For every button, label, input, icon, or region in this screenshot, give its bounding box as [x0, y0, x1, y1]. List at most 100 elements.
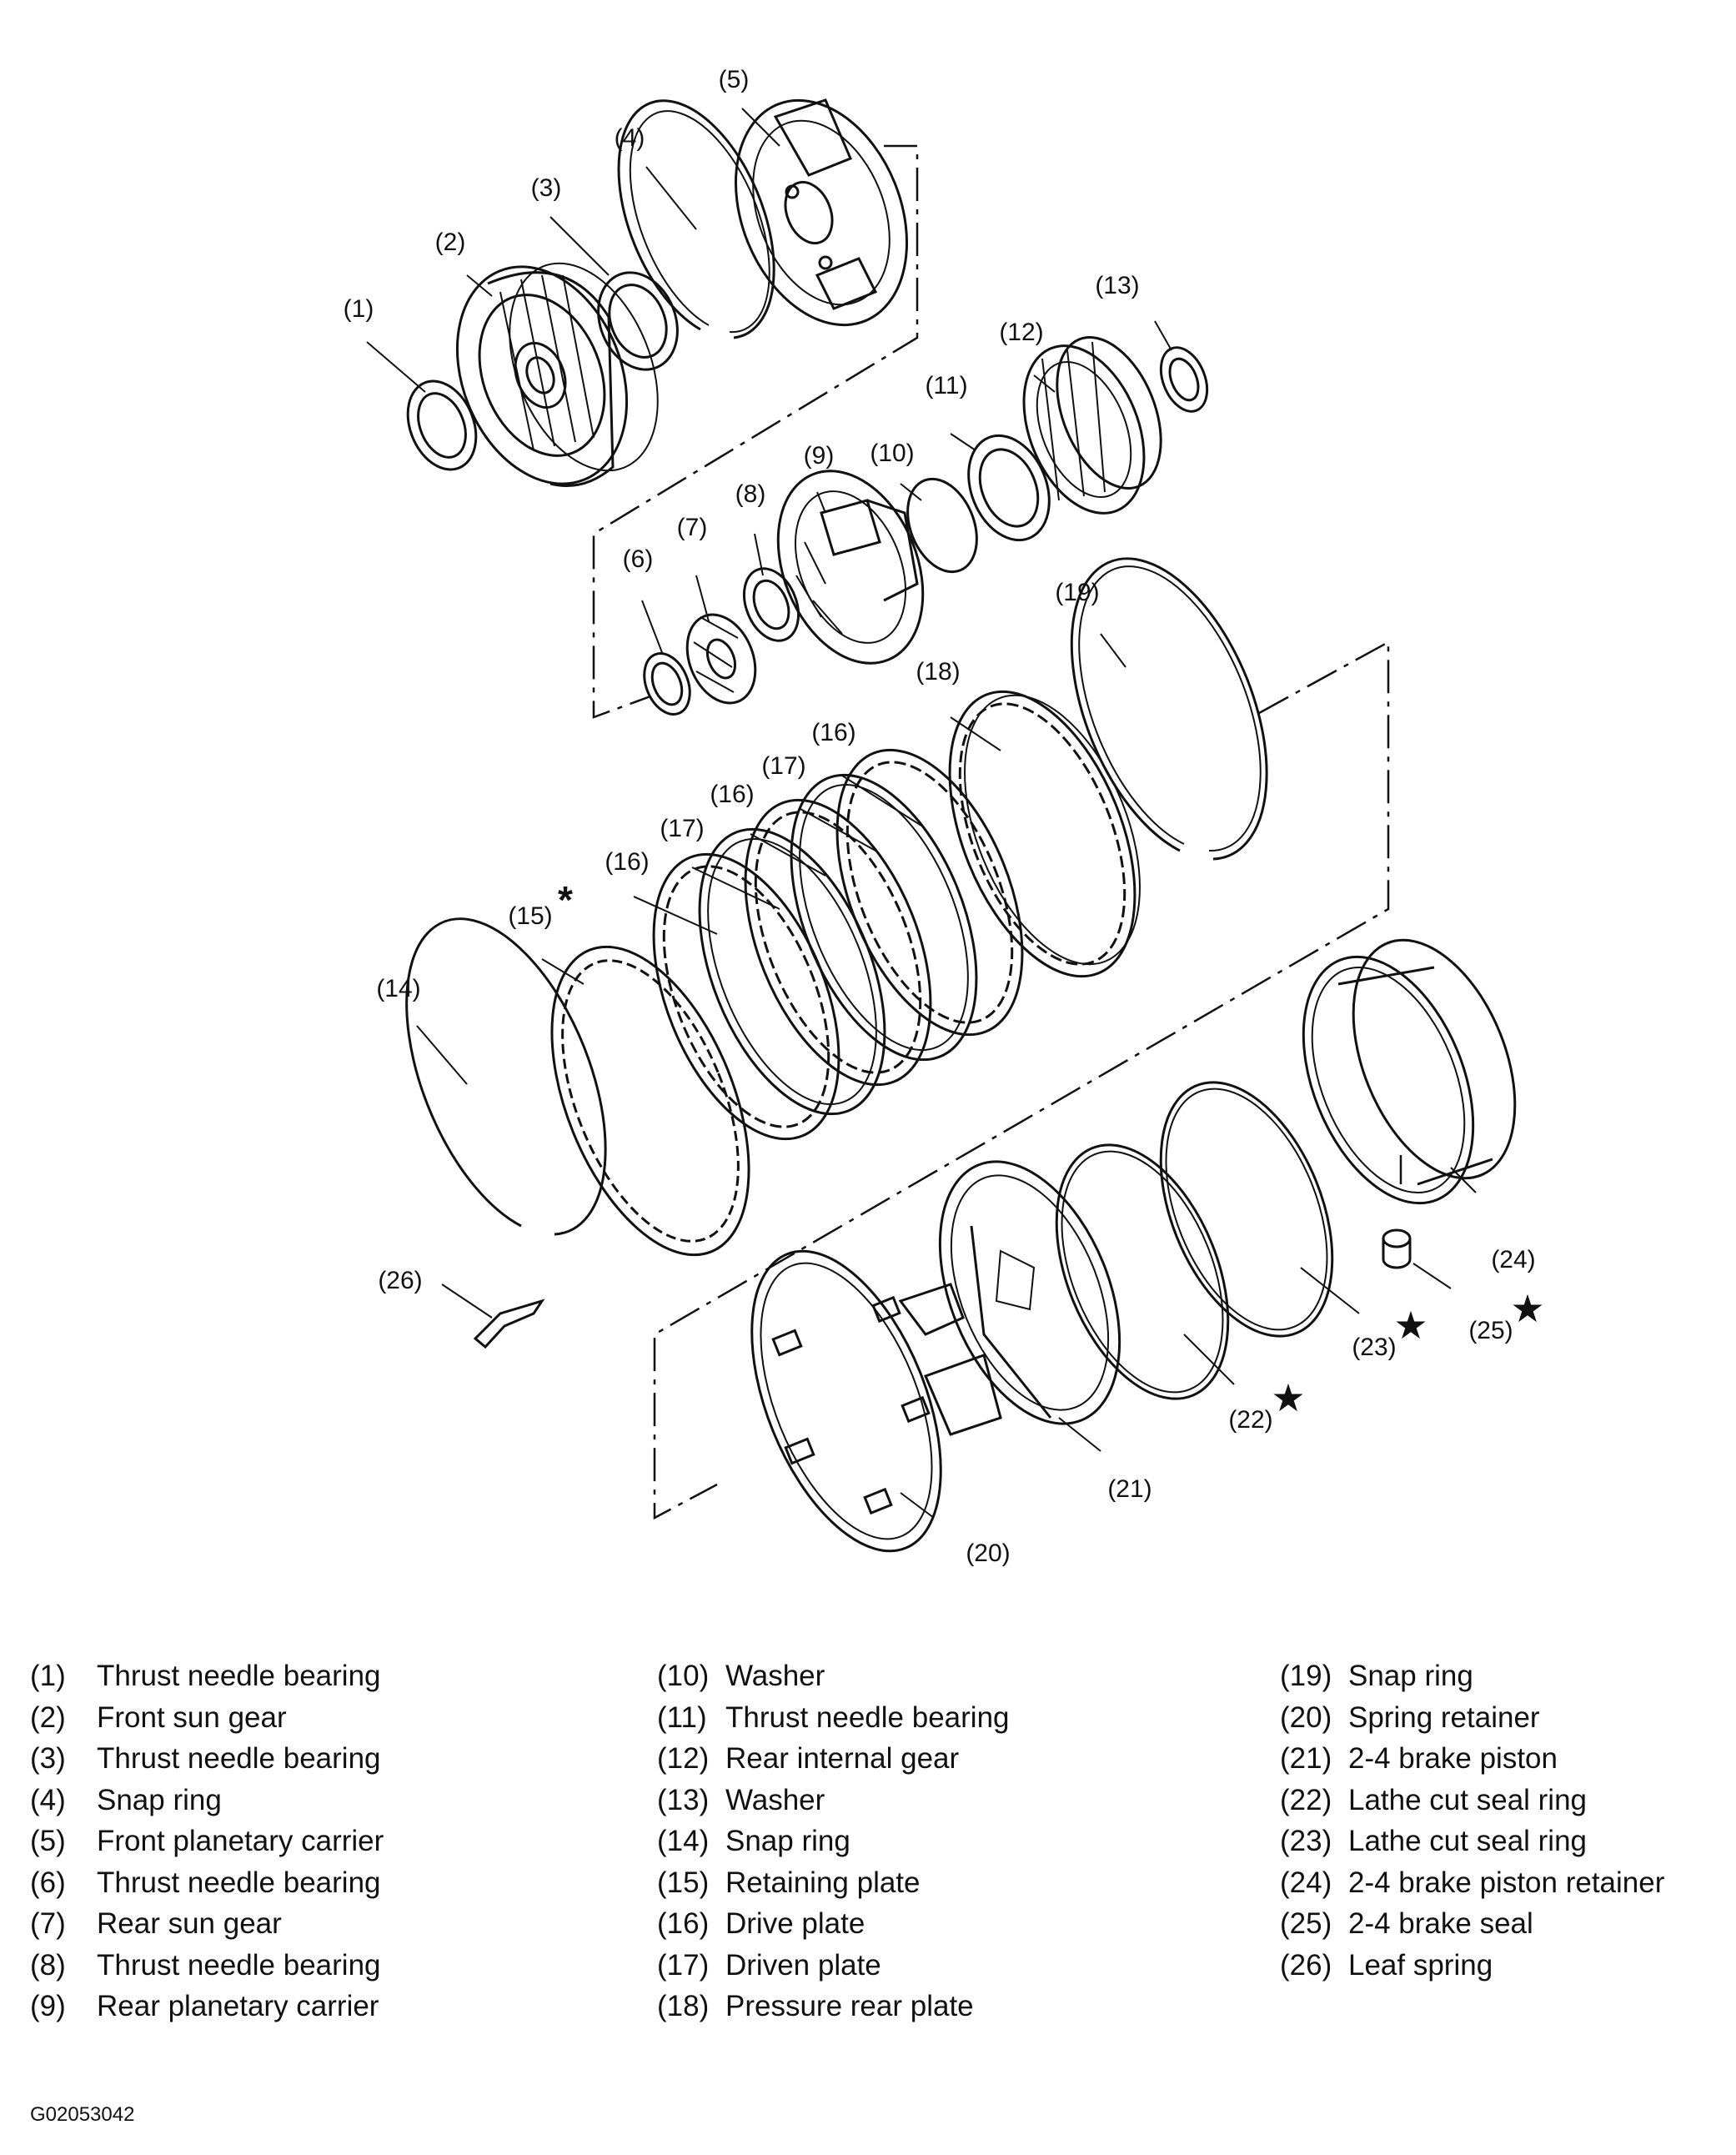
legend-item: (15)Retaining plate	[657, 1862, 1010, 1904]
asterisk-mark: *	[558, 878, 573, 922]
legend-item-number: (4)	[30, 1783, 66, 1816]
legend-item-number: (24)	[1280, 1866, 1332, 1899]
callout-25: (25)	[1468, 1317, 1513, 1344]
legend-item-label: Washer	[725, 1783, 825, 1816]
legend-item: (22)Lathe cut seal ring	[1280, 1780, 1664, 1821]
callout-2: (2)	[435, 229, 466, 256]
legend-item-label: Thrust needle bearing	[725, 1700, 1010, 1734]
legend-item: (10) Washer	[657, 1655, 1010, 1697]
legend-item: (8) Thrust needle bearing	[30, 1945, 384, 1987]
legend-item-number: (26)	[1280, 1948, 1332, 1982]
callout-15: (15)	[508, 902, 552, 930]
part-21-2-4-brake-piston	[898, 1160, 1121, 1436]
legend-item-number: (1)	[30, 1660, 66, 1692]
callout-24: (24)	[1491, 1246, 1535, 1273]
callout-22: (22)	[1228, 1406, 1272, 1434]
legend-item: (1) Thrust needle bearing	[30, 1655, 384, 1697]
callout-7: (7)	[677, 514, 708, 541]
assembly-centerlines	[592, 144, 1402, 1520]
legend-item-label: Snap ring	[1348, 1660, 1473, 1692]
legend-item-label: 2-4 brake piston retainer	[1348, 1866, 1665, 1899]
legend-column-1: (1) Thrust needle bearing (2) Front sun gea…	[30, 1655, 384, 2027]
legend-item-label: Lathe cut seal ring	[1348, 1825, 1588, 1857]
legend-item-label: Thrust needle bearing	[97, 1660, 381, 1692]
callout-labels: (1) (2) (3) (4) (5) (6) (7) (8) (9) (10)…	[344, 66, 1545, 1567]
part-8-thrust-needle-bearing	[742, 567, 800, 642]
part-26-leaf-spring	[473, 1299, 545, 1349]
legend-item-number: (18)	[657, 1990, 710, 2022]
callout-13: (13)	[1095, 272, 1139, 299]
legend-item-label: Spring retainer	[1348, 1700, 1540, 1734]
legend-item-label: Thrust needle bearing	[97, 1866, 381, 1899]
callout-4: (4)	[615, 124, 645, 152]
legend-item: (3) Thrust needle bearing	[30, 1738, 384, 1780]
callout-21: (21)	[1107, 1475, 1151, 1503]
legend-item-number: (11)	[657, 1700, 707, 1734]
legend-item-label: Leaf spring	[1348, 1948, 1493, 1982]
callout-6: (6)	[623, 545, 654, 573]
legend-item: (21)2-4 brake piston	[1280, 1738, 1664, 1780]
callout-18: (18)	[916, 658, 960, 686]
legend-item-number: (23)	[1280, 1825, 1332, 1857]
legend-column-2: (10) Washer (11) Thrust needle bearing (12)R…	[657, 1655, 1010, 2027]
legend-item-number: (19)	[1280, 1660, 1332, 1692]
callout-1: (1)	[344, 295, 374, 323]
part-22-lathe-cut-seal-ring	[1055, 1143, 1230, 1400]
legend-column-3: (19)Snap ring(20)Spring retainer(21)2-4 …	[1280, 1655, 1664, 1986]
legend-item-number: (2)	[30, 1700, 66, 1734]
legend-item: (23) Lathe cut seal ring	[1280, 1821, 1664, 1862]
legend-item-number: (15)	[657, 1866, 710, 1899]
legend-item-number: (10)	[657, 1660, 710, 1692]
legend-item: (12)Rear internal gear	[657, 1738, 1010, 1780]
part-12-rear-internal-gear	[1022, 336, 1162, 515]
legend-item-number: (8)	[30, 1948, 66, 1982]
legend-item: (24) 2-4 brake piston retainer	[1280, 1862, 1664, 1904]
leader-lines	[366, 108, 1477, 1519]
callout-12: (12)	[999, 319, 1043, 346]
legend-item: (7)Rear sun gear	[30, 1903, 384, 1945]
exploded-view-diagram: (1) (2) (3) (4) (5) (6) (7) (8) (9) (10)…	[344, 66, 1545, 1567]
legend-item-label: Snap ring	[97, 1783, 222, 1816]
legend-item: (9)Rear planetary carrier	[30, 1986, 384, 2027]
legend-item-label: Washer	[725, 1660, 825, 1692]
legend-item: (18)Pressure rear plate	[657, 1986, 1010, 2027]
callout-5: (5)	[719, 66, 750, 93]
callout-23: (23)	[1352, 1334, 1396, 1361]
legend-item: (2) Front sun gear	[30, 1697, 384, 1739]
legend-item-number: (17)	[657, 1948, 710, 1982]
legend-item: (13)Washer	[657, 1780, 1010, 1821]
legend-item-number: (3)	[30, 1742, 66, 1775]
callout-20: (20)	[966, 1540, 1010, 1567]
callout-11: (11)	[925, 372, 967, 399]
callout-16-a: (16)	[605, 848, 649, 876]
legend-item-number: (5)	[30, 1825, 66, 1857]
legend-item-number: (20)	[1280, 1700, 1332, 1734]
legend-item-label: Front sun gear	[97, 1700, 287, 1734]
legend-item-number: (12)	[657, 1742, 710, 1775]
legend-item-label: Thrust needle bearing	[97, 1948, 381, 1982]
callout-17-a: (17)	[660, 815, 704, 842]
star-mark-23: ★	[1393, 1304, 1427, 1347]
legend-item: (20) Spring retainer	[1280, 1697, 1664, 1739]
part-25-2-4-brake-seal	[1382, 1228, 1412, 1269]
legend-item-number: (22)	[1280, 1783, 1332, 1816]
legend-item-number: (21)	[1280, 1742, 1332, 1775]
legend-item: (25)2-4 brake seal	[1280, 1903, 1664, 1945]
legend-item-label: Front planetary carrier	[97, 1825, 384, 1857]
part-6-thrust-needle-bearing	[643, 652, 691, 716]
callout-19: (19)	[1055, 579, 1099, 606]
callout-16-b: (16)	[710, 781, 754, 808]
callout-16-c: (16)	[811, 719, 855, 746]
legend-item: (6)Thrust needle bearing	[30, 1862, 384, 1904]
diagram-canvas: (1) (2) (3) (4) (5) (6) (7) (8) (9) (10)…	[344, 66, 1545, 1567]
part-19-snap-ring	[1070, 557, 1268, 861]
legend-item-label: Driven plate	[725, 1948, 881, 1982]
legend-item-label: Drive plate	[725, 1907, 865, 1940]
legend-item-label: Thrust needle bearing	[97, 1742, 381, 1775]
part-13-washer	[1159, 346, 1209, 413]
legend-item: (5) Front planetary carrier	[30, 1821, 384, 1862]
legend-item: (11) Thrust needle bearing	[657, 1697, 1010, 1739]
callout-10: (10)	[870, 440, 914, 467]
part-10-washer	[906, 477, 978, 574]
part-23-lathe-cut-seal-ring	[1159, 1081, 1334, 1338]
